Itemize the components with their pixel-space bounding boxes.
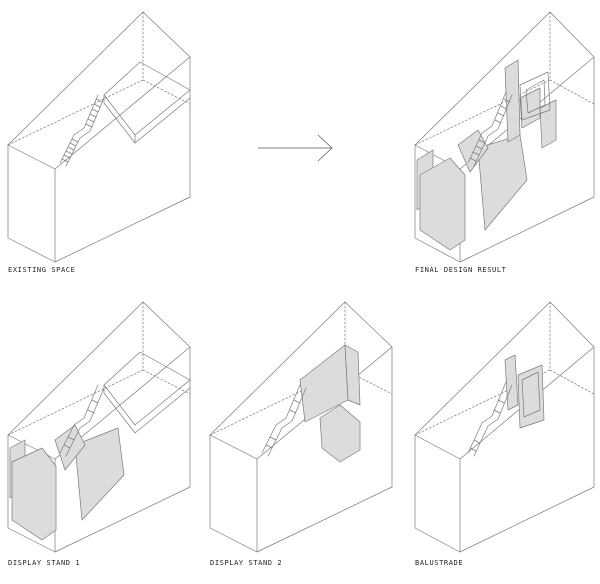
transition-arrow bbox=[258, 135, 332, 161]
balustrade-frame bbox=[522, 372, 540, 417]
staircase bbox=[468, 382, 512, 456]
balustrade-drawing bbox=[415, 302, 594, 552]
display-stand-1-drawing bbox=[8, 302, 190, 552]
display-stand-2-drawing bbox=[210, 302, 392, 552]
existing-space-drawing bbox=[8, 12, 190, 262]
staircase bbox=[60, 95, 104, 166]
balustrade bbox=[520, 72, 550, 120]
room-box-outline bbox=[415, 302, 594, 552]
display-stand-1-panels bbox=[417, 130, 527, 250]
staircase bbox=[262, 385, 306, 456]
caption-existing-space: EXISTING SPACE bbox=[8, 266, 76, 274]
staircase bbox=[60, 385, 104, 456]
caption-display-stand-2: DISPLAY STAND 2 bbox=[210, 559, 283, 567]
caption-display-stand-1: DISPLAY STAND 1 bbox=[8, 559, 81, 567]
caption-final-design-result: FINAL DESIGN RESULT bbox=[415, 266, 507, 274]
balustrade-panels bbox=[505, 355, 544, 428]
final-design-drawing bbox=[415, 12, 594, 262]
display-stand-panels bbox=[300, 345, 360, 462]
mezzanine-floor bbox=[104, 352, 190, 433]
room-box-outline bbox=[8, 12, 190, 262]
room-box-outline bbox=[210, 302, 392, 552]
display-stand-2-panels bbox=[505, 60, 556, 148]
staircase bbox=[468, 92, 512, 166]
mezzanine-floor bbox=[104, 62, 190, 143]
display-stand-panels bbox=[10, 425, 124, 540]
caption-balustrade: BALUSTRADE bbox=[415, 559, 464, 567]
